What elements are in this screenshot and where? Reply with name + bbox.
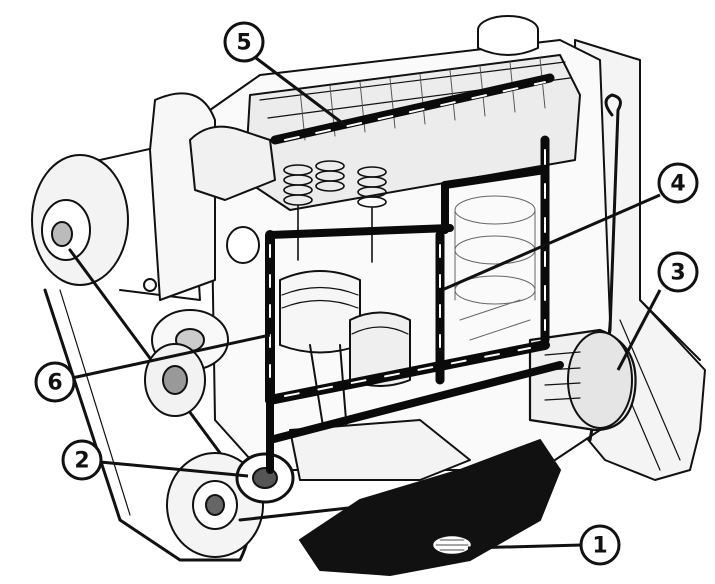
callout-5-label: 5 <box>236 31 251 56</box>
callout-1-circle <box>579 524 621 566</box>
callout-1: 1 <box>467 524 621 566</box>
callout-5-circle <box>223 21 265 63</box>
callout-6-circle <box>34 361 76 403</box>
callout-6: 6 <box>34 333 271 403</box>
alternator-bracket <box>149 92 216 301</box>
callout-6-leader <box>71 333 271 380</box>
pistons <box>279 270 411 471</box>
callout-2: 2 <box>61 439 249 481</box>
callout-1-leader <box>467 543 583 550</box>
callout-2-label: 2 <box>74 449 89 474</box>
callout-1-label: 1 <box>592 534 607 559</box>
callout-2-circle <box>61 439 103 481</box>
callout-5-leader <box>255 56 346 127</box>
callout-3-circle <box>657 251 699 293</box>
callout-4-circle <box>657 162 699 204</box>
rocker-shaft-oil-path <box>270 73 555 145</box>
callout-3: 3 <box>616 251 699 371</box>
callout-4: 4 <box>441 162 699 292</box>
callout-6-label: 6 <box>47 371 62 396</box>
callout-5: 5 <box>223 21 346 127</box>
callout-4-label: 4 <box>670 172 685 197</box>
callout-3-label: 3 <box>670 261 685 286</box>
engine-illustration <box>31 15 706 576</box>
oil-sump <box>299 439 561 576</box>
callout-2-leader <box>99 460 249 478</box>
callout-3-leader <box>616 289 662 371</box>
oil-passages <box>265 73 564 474</box>
valve-springs <box>283 160 387 263</box>
callout-4-leader <box>441 193 661 292</box>
dipstick <box>588 93 622 442</box>
